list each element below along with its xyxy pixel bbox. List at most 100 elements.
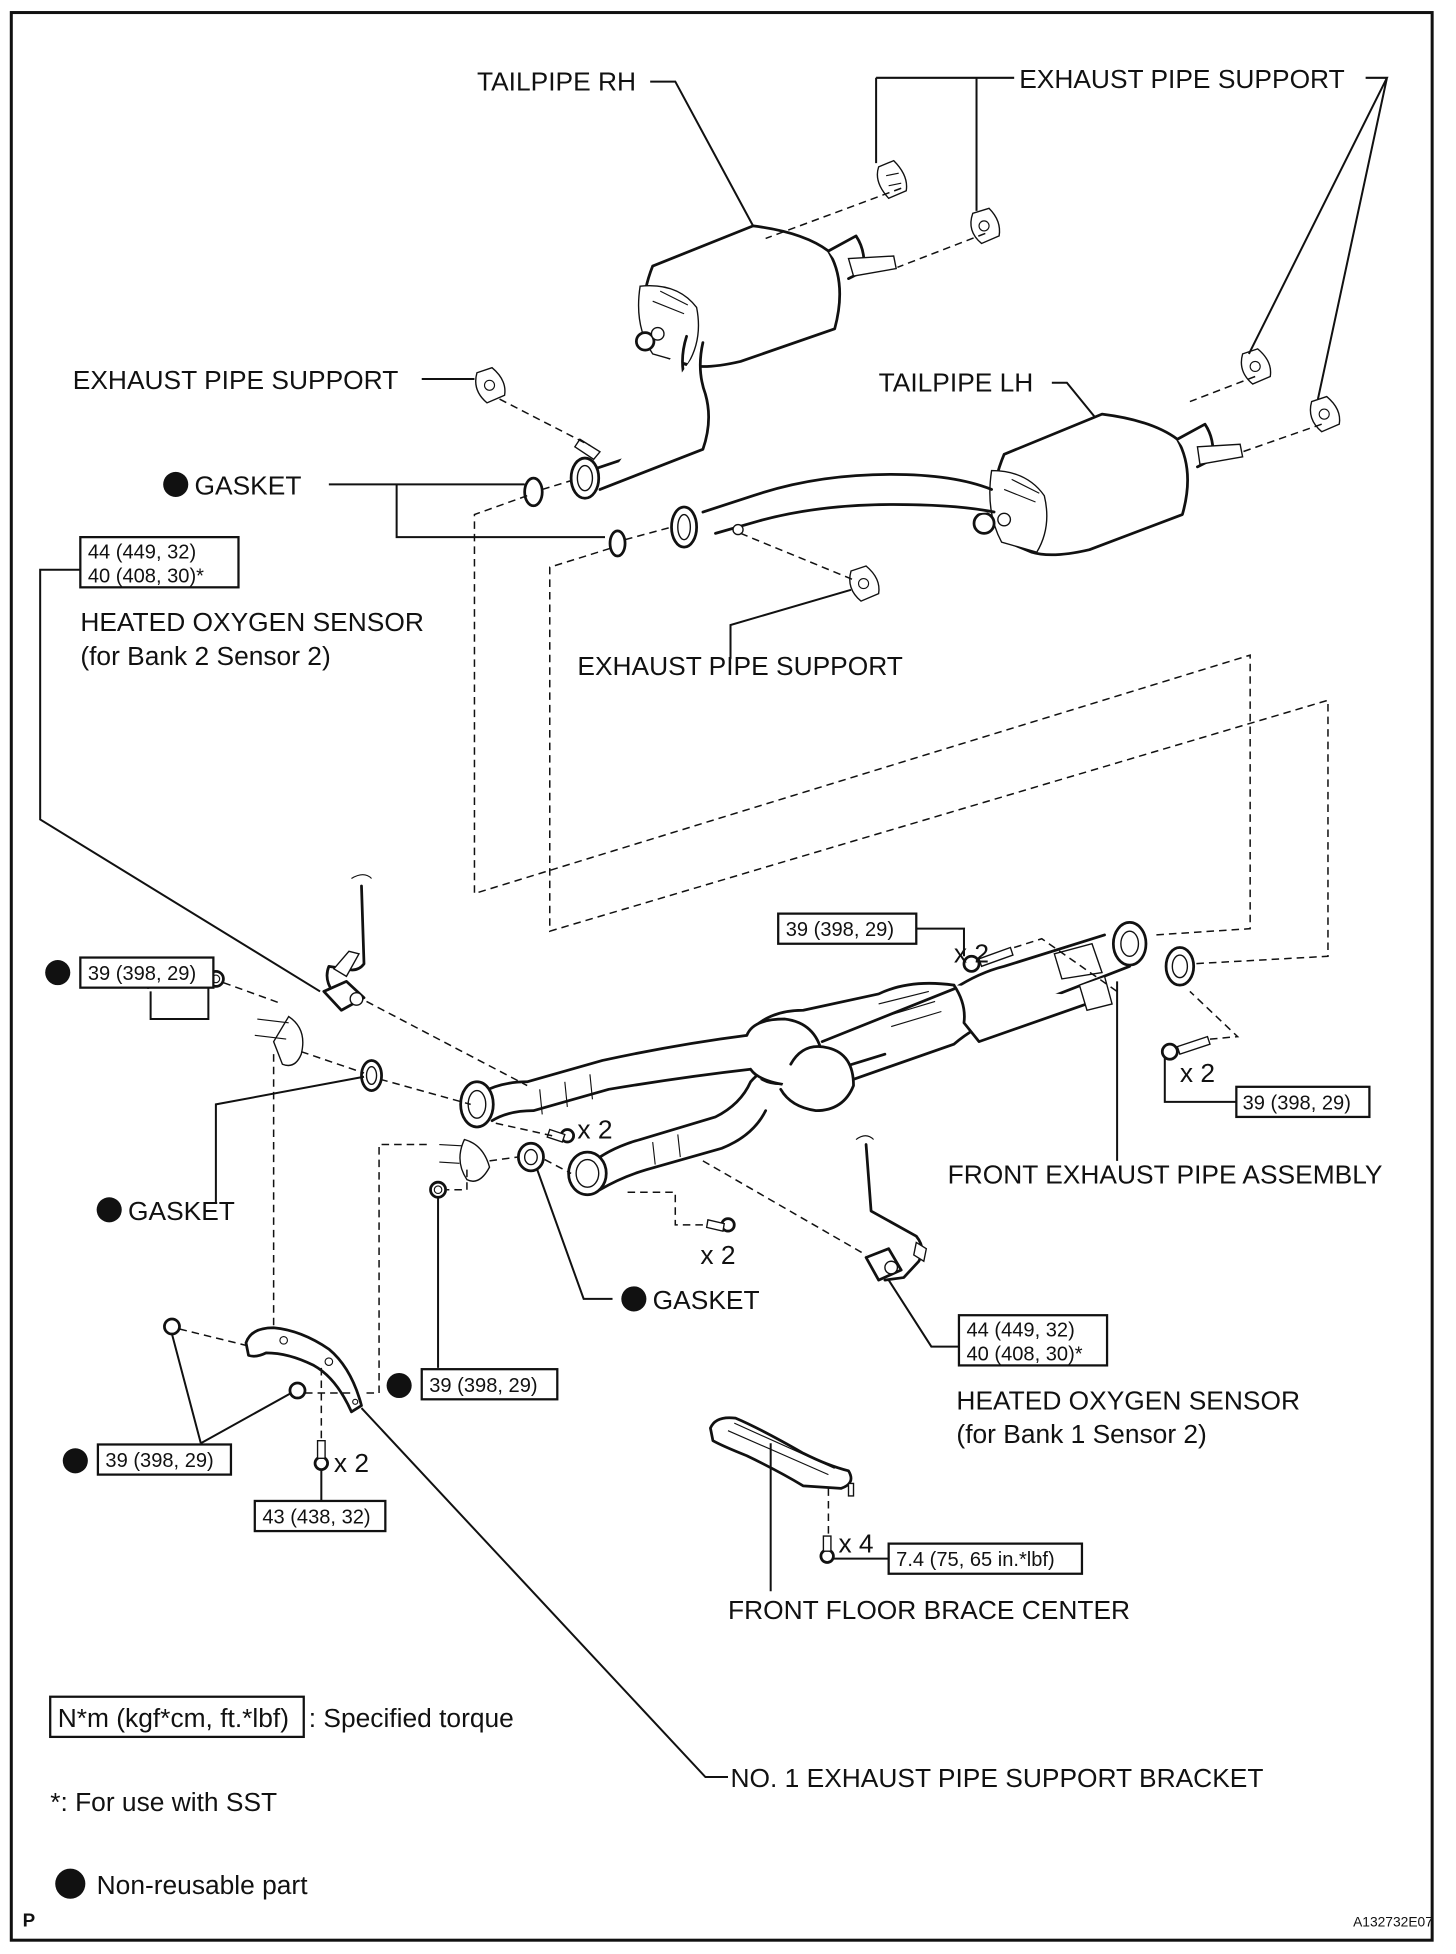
- mount-line: [1189, 990, 1240, 1040]
- torque-bracket-bolts: 43 (438, 32): [262, 1507, 370, 1529]
- torque-box-bracket-nuts: [96, 1443, 233, 1476]
- torque-center-nut: 39 (398, 29): [429, 1375, 537, 1397]
- torque-right-flange-bolts: 39 (398, 29): [1243, 1092, 1351, 1114]
- torque-sensor-b2-line1: 44 (449, 32): [88, 541, 196, 563]
- non-reusable-dot-icon: [55, 1868, 86, 1899]
- bolt-bracket: [313, 1440, 329, 1471]
- exhaust-pipe-support-hanger-4: [1309, 395, 1341, 433]
- legend: N*m (kgf*cm, ft.*lbf) : Specified torque…: [49, 1695, 514, 1900]
- no1-exhaust-pipe-support-bracket-part: [244, 1326, 363, 1414]
- mount-line: [897, 232, 986, 269]
- page-marker: P: [23, 1909, 36, 1930]
- gasket-left-part: [360, 1059, 383, 1092]
- gasket-upper-2: [608, 529, 627, 558]
- leader-exhaust-pipe-support-top: [875, 76, 1015, 211]
- leader-tailpipe-rh: [650, 80, 754, 227]
- torque-box-floor-brace-bolts: [887, 1542, 1084, 1575]
- torque-sensor-b1-line1: 44 (449, 32): [966, 1320, 1074, 1342]
- bolt-floor-brace: [819, 1535, 835, 1564]
- leader-gasket-center: [536, 1169, 613, 1300]
- torque-box-center-nut: [420, 1368, 559, 1401]
- tailpipe-lh-part: [670, 412, 1244, 557]
- label-exhaust-pipe-support-left: EXHAUST PIPE SUPPORT: [73, 365, 399, 395]
- leader-sensor-b2: [39, 568, 321, 993]
- gasket-upper-1: [523, 476, 544, 508]
- non-reusable-dot-icon: [96, 1197, 122, 1223]
- torque-bracket-nuts: 39 (398, 29): [105, 1450, 213, 1472]
- qty-floor-brace-bolts: x 4: [838, 1528, 873, 1558]
- flange-stud-plate-center: [439, 1138, 491, 1182]
- tailpipe-rh-part: [569, 224, 898, 500]
- torque-box-sensor-b1: [957, 1314, 1109, 1367]
- torque-box-left-nut-upper: [79, 956, 215, 989]
- non-reusable-dot-icon: [62, 1448, 88, 1474]
- leader-exhaust-pipe-support-mid: [729, 588, 852, 659]
- legend-torque-desc: : Specified torque: [309, 1703, 514, 1733]
- label-exhaust-pipe-support-mid: EXHAUST PIPE SUPPORT: [577, 651, 903, 681]
- leader-gasket-left: [214, 1075, 365, 1203]
- mount-line: [499, 398, 591, 447]
- mount-line: [740, 532, 854, 581]
- mount-line: [624, 526, 672, 541]
- torque-floor-brace-bolts: 7.4 (75, 65 in.*lbf): [896, 1549, 1055, 1571]
- mount-line: [702, 1160, 867, 1256]
- exhaust-pipe-support-hanger-5: [475, 366, 506, 404]
- leader-left-nut-upper-2: [149, 985, 210, 1021]
- leader-no1-bracket: [360, 1407, 728, 1779]
- non-reusable-dot-icon: [386, 1372, 412, 1399]
- label-gasket-center: GASKET: [653, 1285, 760, 1315]
- mount-line: [223, 981, 471, 1106]
- leader-sensor-b1: [887, 1279, 959, 1348]
- label-front-floor-brace-center: FRONT FLOOR BRACE CENTER: [728, 1595, 1130, 1625]
- flange-stud-plate-left: [254, 1015, 304, 1067]
- non-reusable-dot-icon: [163, 471, 189, 497]
- label-gasket-left: GASKET: [128, 1196, 235, 1226]
- bolt-rear-flange-upper: [962, 946, 1014, 973]
- non-reusable-dot-icon: [621, 1286, 647, 1312]
- qty-right-flange-bolts: x 2: [1180, 1058, 1215, 1088]
- mount-line: [542, 479, 572, 491]
- torque-sensor-b2-line2: 40 (408, 30)*: [88, 565, 204, 587]
- label-no1-exhaust-pipe-support-bracket: NO. 1 EXHAUST PIPE SUPPORT BRACKET: [731, 1763, 1264, 1793]
- label-exhaust-pipe-support-top: EXHAUST PIPE SUPPORT: [1019, 64, 1345, 94]
- mount-line: [179, 1328, 352, 1394]
- leader-right-flange-bolts: [1163, 1056, 1237, 1103]
- exhaust-pipe-support-hanger-6: [849, 565, 880, 602]
- torque-rear-flange-bolts: 39 (398, 29): [786, 919, 894, 941]
- label-heated-oxygen-sensor-b2-sub: (for Bank 2 Sensor 2): [80, 641, 330, 671]
- label-tailpipe-rh: TAILPIPE RH: [477, 66, 636, 96]
- front-exhaust-pipe-assembly-part: [459, 921, 1196, 1197]
- qty-center-bolts-lower: x 2: [700, 1240, 735, 1270]
- label-heated-oxygen-sensor-b1: HEATED OXYGEN SENSOR: [956, 1385, 1300, 1415]
- bolt-rear-flange-lower: [1160, 1035, 1211, 1061]
- bolt-center-lower: [705, 1217, 736, 1233]
- bolt-center-upper: [546, 1128, 575, 1144]
- qty-center-bolts-upper: x 2: [577, 1114, 612, 1144]
- torque-box-bracket-bolts: [253, 1499, 387, 1533]
- mount-line: [627, 1191, 703, 1226]
- exhaust-pipe-support-hanger-3: [1240, 348, 1272, 385]
- leader-gasket-upper: [328, 483, 605, 539]
- label-tailpipe-lh: TAILPIPE LH: [879, 368, 1034, 398]
- label-heated-oxygen-sensor-b1-sub: (for Bank 1 Sensor 2): [956, 1419, 1206, 1449]
- qty-rear-flange-bolts: x 2: [954, 939, 989, 969]
- nut-bracket-2: [288, 1381, 307, 1400]
- nut-center: [429, 1180, 447, 1199]
- connection-outline-lh: [549, 547, 1329, 965]
- diagram-frame: [9, 11, 1434, 1942]
- leader-exhaust-pipe-support-top-right: [1247, 76, 1389, 400]
- mount-line: [1013, 937, 1118, 993]
- legend-torque-unit: N*m (kgf*cm, ft.*lbf): [58, 1703, 289, 1733]
- mount-line: [366, 1000, 528, 1087]
- heated-oxygen-sensor-b2-part: [322, 874, 372, 1012]
- legend-torque-unit-box: [49, 1695, 305, 1739]
- mount-line: [1242, 423, 1322, 453]
- torque-left-nut-upper: 39 (398, 29): [88, 963, 196, 985]
- torque-sensor-b1-line2: 40 (408, 30)*: [966, 1343, 1082, 1365]
- mount-line: [1189, 375, 1256, 403]
- front-floor-brace-center-part: [709, 1416, 855, 1497]
- connection-outline-rh: [473, 495, 1251, 936]
- legend-non-reusable: Non-reusable part: [97, 1870, 309, 1900]
- leader-tailpipe-lh: [1051, 381, 1096, 418]
